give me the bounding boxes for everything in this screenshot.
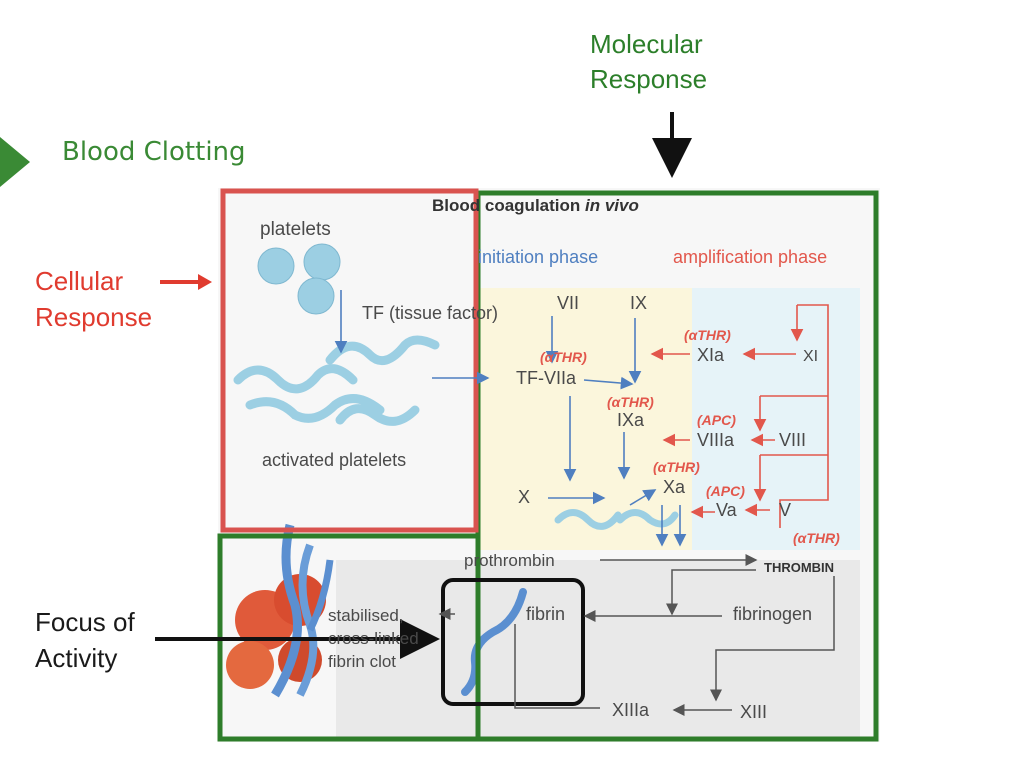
figure-title-text: Blood coagulation [432,196,585,215]
fibrin-formation-arrows [438,554,835,716]
tissue-factor-label: TF (tissue factor) [362,303,499,323]
fibrin-clot-image [226,523,334,698]
athr-label-5: (αTHR) [793,530,840,546]
focus-label-line-2: Activity [35,643,118,673]
thrombin-label: THROMBIN [764,560,835,575]
factor-ixa-label: IXa [617,410,645,430]
initiation-arrows [334,290,687,547]
cellular-label-line-1: Cellular [35,266,124,296]
initiation-platelets [554,509,679,530]
athr-label-3: (αTHR) [607,394,654,410]
cellular-label-line-2: Response [35,302,153,332]
figure-title: Blood coagulation in vivo [432,196,639,216]
slide-title: Blood Clotting [62,137,246,167]
amplification-phase-label: amplification phase [673,247,828,267]
focus-label-line-1: Focus of [35,607,135,637]
factor-vii-label: VII [557,293,580,313]
amplification-phase-panel [692,288,860,550]
stabilised-clot-label: stabilised, cross-linked fibrin clot [328,604,419,673]
factor-xia-label: XIa [697,345,725,365]
tf-viia-label: TF-VIIa [516,368,577,388]
platelet-cells [257,243,341,315]
clot-label-line-3: fibrin clot [328,652,397,671]
clot-label-line-1: stabilised, [328,606,404,625]
factor-xi-label: XI [803,348,819,365]
factor-v-label: V [779,500,792,520]
cellular-response-border [220,188,479,533]
activated-platelets-label: activated platelets [262,450,407,470]
fibrinogen-label: fibrinogen [733,604,813,624]
molecular-label-line-1: Molecular [590,29,703,59]
molecular-response-label: Molecular Response [590,27,707,97]
molecular-label-line-2: Response [590,64,708,94]
initiation-phase-panel [478,288,692,550]
activated-platelets-cluster [233,335,440,426]
cellular-response-label: Cellular Response [35,263,152,335]
clot-label-line-2: cross-linked [328,629,419,648]
apc-label-2: (APC) [706,483,745,499]
athr-label-1: (αTHR) [540,349,587,365]
factor-viiia-label: VIIIa [697,430,735,450]
focus-of-activity-box [441,578,585,706]
cellular-response-arrowhead [198,274,212,290]
fibrin-label: fibrin [526,604,566,624]
apc-label-1: (APC) [697,412,736,428]
factor-xiii-label: XIII [740,702,768,722]
amplification-arrows [650,304,829,528]
focus-of-activity-label: Focus of Activity [35,604,135,676]
athr-label-2: (αTHR) [684,327,731,343]
figure-title-italic: in vivo [585,196,639,215]
prothrombin-label: prothrombin [464,551,555,570]
factor-x-label: X [518,487,531,507]
initiation-phase-label: initiation phase [478,247,599,267]
factor-viii-label: VIII [779,430,807,450]
factor-va-label: Va [716,500,737,520]
factor-xa-label: Xa [663,477,686,497]
slide-bullet-arrow [0,137,30,187]
platelets-label: platelets [260,219,331,240]
athr-label-4: (αTHR) [653,459,700,475]
factor-ix-label: IX [630,293,648,313]
factor-xiiia-label: XIIIa [612,700,650,720]
